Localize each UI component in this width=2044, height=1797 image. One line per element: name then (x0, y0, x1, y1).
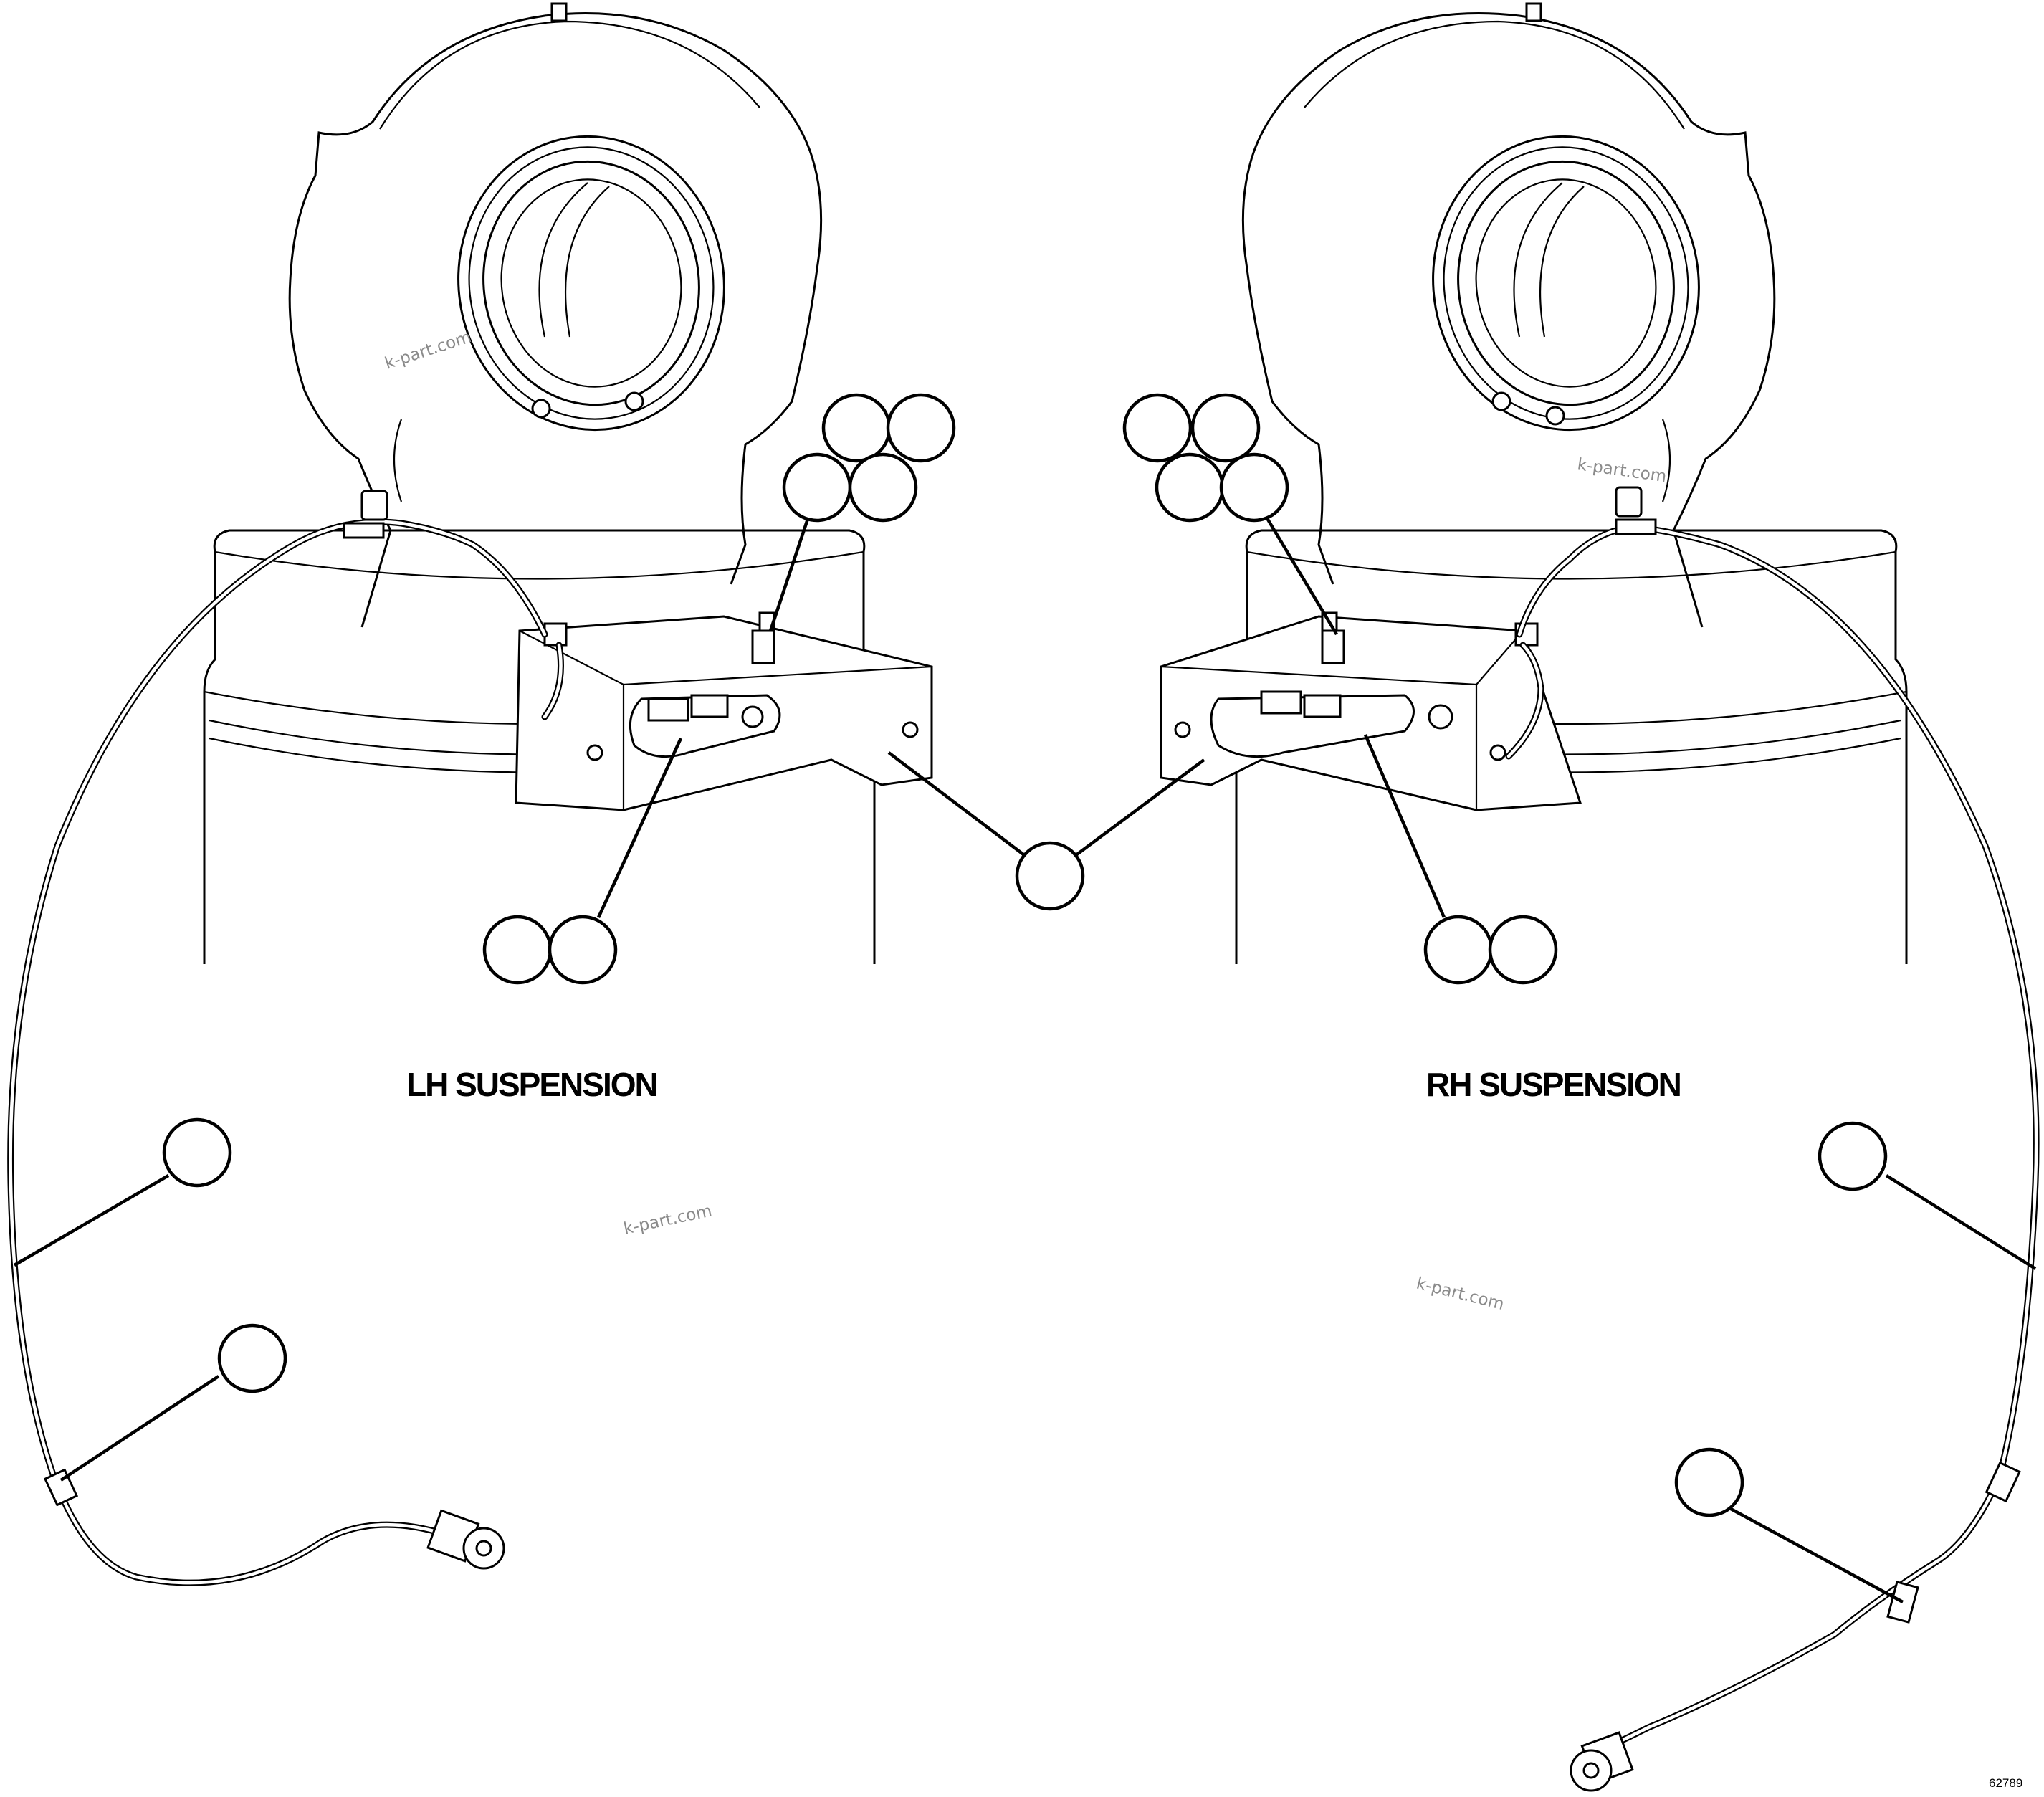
watermark: k-part.com (622, 1201, 714, 1238)
callout-balloon (1674, 1447, 1744, 1517)
callout-balloon (1190, 393, 1261, 463)
lh-harness-cable (7, 490, 564, 1586)
callout-balloon (217, 1323, 287, 1393)
callout-balloon (548, 915, 618, 985)
callout-balloon (886, 393, 956, 463)
callout-balloon (1423, 915, 1494, 985)
watermark: k-part.com (1415, 1274, 1506, 1315)
callout-balloon (1122, 393, 1193, 463)
callout-balloon (848, 452, 918, 523)
callout-balloons (162, 393, 1888, 1517)
rh-sensor-plug (1570, 1731, 1634, 1792)
rh-eye-head (1241, 12, 1776, 628)
leader-lines (13, 512, 2037, 1603)
lh-sensor-plug (426, 1509, 505, 1570)
callout-balloon (1015, 841, 1085, 911)
callout-balloon (1155, 452, 1225, 523)
rh-suspension-label: RH SUSPENSION (1426, 1066, 1681, 1103)
callout-balloon (1488, 915, 1558, 985)
callout-balloon (782, 452, 852, 523)
lh-suspension-assembly (203, 2, 933, 964)
callout-balloon (1219, 452, 1289, 523)
lh-eye-head (288, 12, 823, 628)
callout-balloon (1818, 1121, 1888, 1191)
callout-balloon (482, 915, 553, 985)
rh-harness-cable (1505, 486, 2040, 1792)
rh-suspension-assembly (1160, 2, 1908, 964)
lh-suspension-label: LH SUSPENSION (406, 1066, 657, 1103)
callout-balloon (162, 1117, 232, 1188)
callout-balloon (821, 393, 892, 463)
figure-number: 62789 (1989, 1776, 2022, 1790)
watermark: k-part.com (383, 328, 474, 373)
watermark: k-part.com (1576, 455, 1668, 486)
